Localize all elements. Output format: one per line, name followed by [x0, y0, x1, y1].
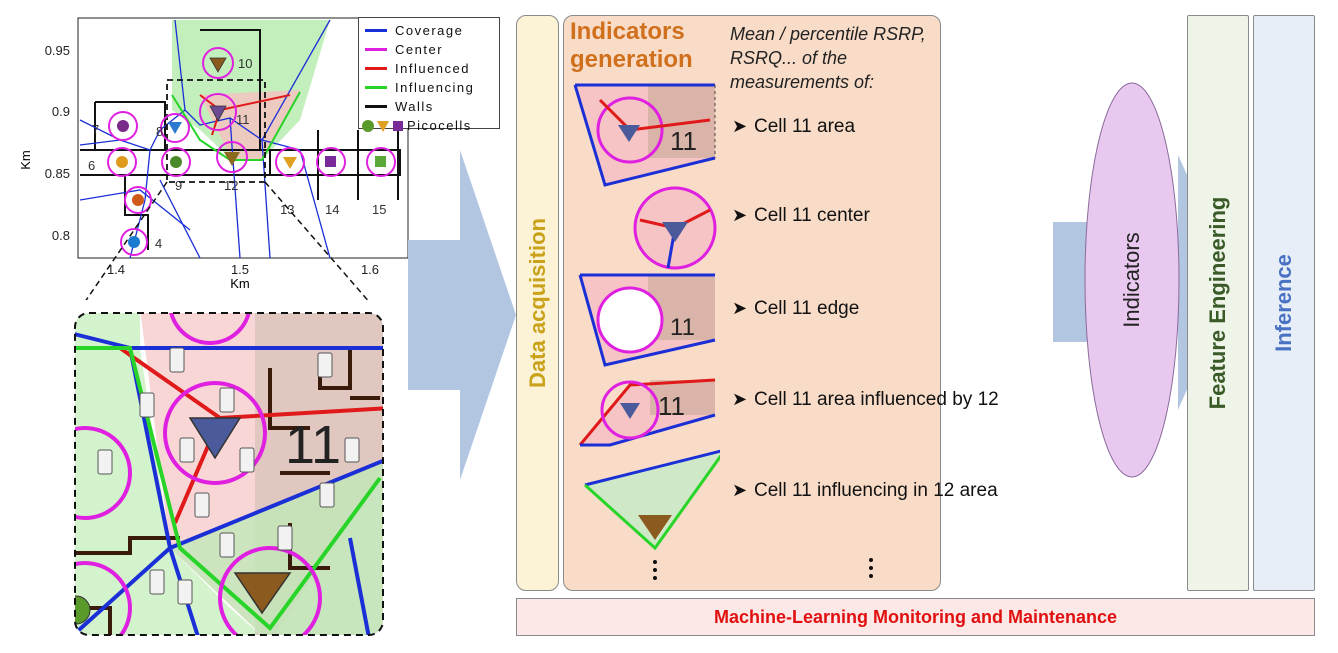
- indicator-thumbnails: 11 11 11: [573, 83, 720, 580]
- ytick: 0.9: [52, 104, 70, 119]
- map-yaxis-label: Km: [18, 150, 33, 170]
- cell-label-9: 9: [175, 178, 182, 193]
- svg-text:11: 11: [670, 314, 695, 341]
- data-acquisition-panel: Data acquisition: [516, 15, 559, 591]
- cell-label-15: 15: [372, 202, 386, 217]
- arrowhead-bullet-icon: ➤: [732, 480, 748, 500]
- cell-label-6: 6: [88, 158, 95, 173]
- indicator-item-influencing: ➤Cell 11 influencing in 12 area: [732, 480, 998, 501]
- feature-engineering-label: Feature Engineering: [1205, 196, 1230, 410]
- inference-label: Inference: [1271, 254, 1296, 352]
- ytick: 0.8: [52, 228, 70, 243]
- cell-label-4: 4: [155, 236, 162, 251]
- picocell-map: 0.95 0.9 0.85 0.8 1.4 1.5 1.6 Km Km 10 1…: [18, 17, 409, 300]
- ytick: 0.85: [45, 166, 70, 181]
- svg-text:11: 11: [670, 126, 697, 156]
- cell-label-14: 14: [325, 202, 339, 217]
- xtick: 1.5: [231, 262, 249, 277]
- thumb-cell-center: [633, 186, 717, 270]
- indicator-item-edge: ➤Cell 11 edge: [732, 298, 860, 319]
- arrowhead-bullet-icon: ➤: [732, 298, 748, 318]
- map-xaxis-label: Km: [230, 276, 250, 291]
- thumb-cell-area: 11: [573, 83, 716, 187]
- indicator-item-influenced: ➤Cell 11 area influenced by 12: [732, 389, 999, 410]
- cell-label-7: 7: [92, 122, 99, 137]
- map-y-ticks: 0.95 0.9 0.85 0.8: [45, 43, 70, 243]
- legend-item-influenced: Influenced: [361, 59, 497, 78]
- ml-monitoring-label: Machine-Learning Monitoring and Maintena…: [713, 606, 1118, 627]
- xtick: 1.4: [107, 262, 125, 277]
- ellipsis-icon: [869, 558, 873, 578]
- cell-label-8: 8: [156, 124, 163, 139]
- map-legend: Coverage Center Influenced Influencing W…: [358, 17, 500, 133]
- flow-arrow-to-acquisition: [408, 150, 516, 480]
- cell-label-13: 13: [280, 202, 294, 217]
- thumb-influencing-12: [583, 449, 720, 551]
- legend-item-picocells: Picocells: [361, 116, 497, 135]
- indicators-ellipse: [1084, 82, 1180, 478]
- arrowhead-bullet-icon: ➤: [732, 116, 748, 136]
- indicator-item-area: ➤Cell 11 area: [732, 116, 856, 137]
- picocell-symbols-icon: [362, 119, 403, 132]
- zoom-cell-label: 11: [285, 415, 341, 475]
- cell-label-12: 12: [224, 178, 238, 193]
- legend-item-walls: Walls: [361, 97, 497, 116]
- thumb-influenced-by-12: 11: [578, 378, 716, 447]
- feature-engineering-panel: Feature Engineering: [1187, 15, 1249, 591]
- legend-item-influencing: Influencing: [361, 78, 497, 97]
- zoom-inset: 11: [74, 312, 384, 636]
- measurement-caption: Mean / percentile RSRP, RSRQ... of the m…: [730, 24, 926, 92]
- indicators-title: Indicators generation: [570, 18, 693, 73]
- xtick: 1.6: [361, 262, 379, 277]
- svg-text:11: 11: [658, 391, 685, 421]
- map-x-ticks: 1.4 1.5 1.6: [107, 262, 379, 277]
- indicator-item-center: ➤Cell 11 center: [732, 205, 870, 226]
- data-acquisition-label: Data acquisition: [524, 218, 550, 388]
- arrowhead-bullet-icon: ➤: [732, 205, 748, 225]
- legend-item-center: Center: [361, 40, 497, 59]
- legend-item-coverage: Coverage: [361, 21, 497, 40]
- ml-monitoring-bar: Machine-Learning Monitoring and Maintena…: [516, 598, 1315, 636]
- thumb-cell-edge: 11: [578, 273, 716, 367]
- cell-label-10: 10: [238, 56, 252, 71]
- arrowhead-bullet-icon: ➤: [732, 389, 748, 409]
- inference-panel: Inference: [1253, 15, 1315, 591]
- cell-label-11: 11: [236, 112, 250, 127]
- ytick: 0.95: [45, 43, 70, 58]
